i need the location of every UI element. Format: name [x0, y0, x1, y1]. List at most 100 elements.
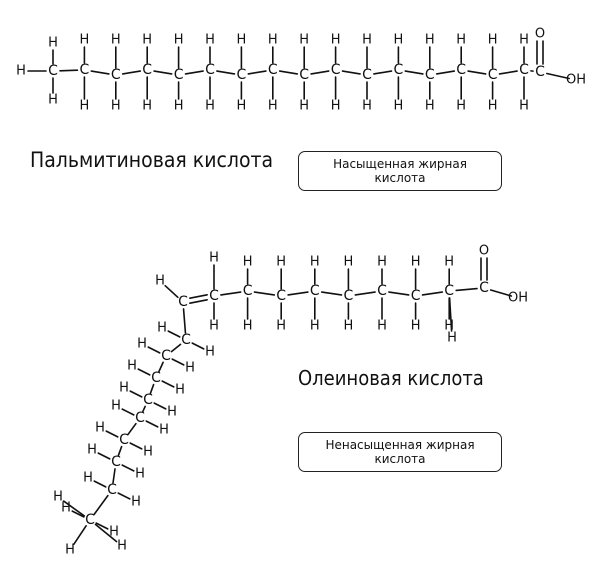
oleic-hydrogen-atom: H — [344, 255, 354, 270]
oleic-hydrogen-atom: H — [167, 405, 177, 420]
palmitic-cc-bond — [248, 71, 266, 74]
oleic-carboxyl-carbon: C — [479, 280, 489, 296]
oleic-ch-bond — [98, 453, 109, 459]
palmitic-carbon-atom: C — [268, 62, 278, 78]
oleic-hydrogen-atom: H — [377, 319, 387, 334]
palmitic-hydrogen-atom: H — [488, 33, 498, 48]
palmitic-cc-bond — [374, 71, 392, 74]
oleic-carbon-atom: C — [411, 288, 421, 304]
palmitic-hydrogen-atom: H — [268, 33, 278, 48]
oleic-hydrogen-atom: H — [127, 359, 137, 374]
oleic-hydroxyl: OH — [508, 291, 528, 306]
palmitic-hydrogen-atom: H — [456, 33, 466, 48]
palmitic-cc-bond — [60, 70, 77, 71]
palmitic-hydrogen-atom: H — [111, 33, 121, 48]
palmitic-hydrogen-atom: H — [299, 33, 309, 48]
oleic-ch-bond — [192, 343, 203, 349]
palmitic-carbon-atom: C — [331, 62, 341, 78]
oleic-cc-bond — [389, 292, 409, 295]
oleic-hydrogen-atom: H — [143, 445, 153, 460]
oleic-hydrogen-atom: H — [209, 319, 219, 334]
palmitic-carbonyl-oxygen: O — [535, 27, 545, 42]
oleic-carbon-atom: C — [111, 454, 121, 470]
palmitic-cc-bond — [405, 71, 423, 74]
oleic-hydrogen-atom: H — [137, 337, 147, 352]
palmitic-hydrogen-atom: H — [80, 99, 90, 114]
oleic-cc-bond — [322, 292, 342, 295]
oleic-hydrogen-atom: H — [209, 251, 219, 266]
oleic-hydrogen-atom: H — [310, 255, 320, 270]
palmitic-carbon-atom: C — [174, 67, 184, 83]
oleic-ch-bond — [154, 403, 165, 409]
palmitic-cc-bond — [280, 71, 298, 74]
palmitic-hydrogen-atom: H — [205, 99, 215, 114]
palmitic-carbon-atom: C — [456, 62, 466, 78]
oleic-cc-bond — [184, 309, 186, 333]
oleic-hydrogen-atom: H — [276, 319, 286, 334]
palmitic-hydrogen-atom: H — [362, 99, 372, 114]
palmitic-cc-bond — [468, 71, 486, 74]
palmitic-hydrogen-atom: H — [142, 33, 152, 48]
oleic-ch-bond — [122, 409, 133, 415]
oleic-cc-bond — [113, 469, 115, 483]
oleic-hydrogen-atom: H — [276, 255, 286, 270]
oleic-hydrogen-atom: H — [444, 255, 454, 270]
palmitic-carbon-atom: C — [142, 62, 152, 78]
oleic-ch-bond — [94, 481, 105, 487]
palmitic-hydrogen-atom: H — [425, 33, 435, 48]
oleic-cc-bond — [171, 344, 180, 351]
unsaturated-label-line2: кислота — [299, 452, 501, 466]
palmitic-hydrogen-atom: H — [16, 64, 26, 79]
oleic-ch-bond — [106, 431, 117, 437]
oleic-cis-double-bond — [190, 300, 207, 303]
palmitic-hydrogen-atom: H — [237, 99, 247, 114]
oleic-carbon-atom: C — [143, 392, 153, 408]
oleic-carbon-atom: C — [276, 288, 286, 304]
oleic-hydrogen-atom: H — [185, 361, 195, 376]
palmitic-cc-bond — [437, 71, 455, 74]
palmitic-hydrogen-atom: H — [48, 36, 58, 51]
oleic-ch-bond — [74, 526, 86, 544]
palmitic-cc-bond — [500, 71, 518, 74]
oleic-cc-bond — [423, 292, 443, 295]
oleic-cc-bond — [94, 496, 108, 515]
palmitic-carbon-atom: C — [394, 62, 404, 78]
oleic-hydrogen-atom: H — [119, 381, 129, 396]
palmitic-hydrogen-atom: H — [237, 33, 247, 48]
oleic-carbon-atom: C — [151, 370, 161, 386]
palmitic-hydrogen-atom: H — [48, 93, 58, 108]
palmitic-hydrogen-atom: H — [362, 33, 372, 48]
palmitic-carboxyl-carbon: C — [535, 64, 545, 80]
oleic-hydrogen-atom: H — [135, 467, 145, 482]
oleic-carbon-atom: C — [344, 288, 354, 304]
unsaturated-label-line1: Ненасыщенная жирная — [299, 438, 501, 452]
palmitic-hydrogen-atom: H — [331, 33, 341, 48]
palmitic-hydrogen-atom: H — [174, 99, 184, 114]
palmitic-acid-name: Пальмитиновая кислота — [30, 148, 273, 172]
saturated-label-line2: кислота — [299, 171, 501, 185]
palmitic-hydrogen-atom: H — [111, 99, 121, 114]
oleic-carbon-atom: C — [310, 283, 320, 299]
palmitic-cc-bond — [186, 71, 204, 74]
oleic-hydrogen-atom: H — [205, 345, 215, 360]
palmitic-carbon-atom: C — [111, 67, 121, 83]
oleic-hydrogen-atom: H — [243, 319, 253, 334]
oleic-hydrogen-atom: H — [377, 255, 387, 270]
palmitic-cc-bond — [91, 71, 109, 74]
palmitic-hydrogen-atom: H — [268, 99, 278, 114]
oleic-ch-bond — [130, 443, 141, 449]
oleic-carbon-atom: C — [161, 348, 171, 364]
palmitic-hydroxyl: OH — [566, 73, 586, 88]
oleic-carbon-atom: C — [243, 283, 253, 299]
oleic-cc-bond — [255, 292, 275, 295]
palmitic-cc-bond — [311, 71, 329, 74]
palmitic-hydrogen-atom: H — [80, 33, 90, 48]
palmitic-cc-bond — [154, 71, 172, 74]
oleic-hydrogen-atom: H — [411, 255, 421, 270]
palmitic-carbon-atom: C — [488, 67, 498, 83]
oleic-carbon-atom: C — [444, 283, 454, 299]
oleic-cc-bond — [355, 292, 375, 295]
oleic-ch-bond — [162, 381, 173, 387]
oleic-hydrogen-atom: H — [157, 321, 167, 336]
